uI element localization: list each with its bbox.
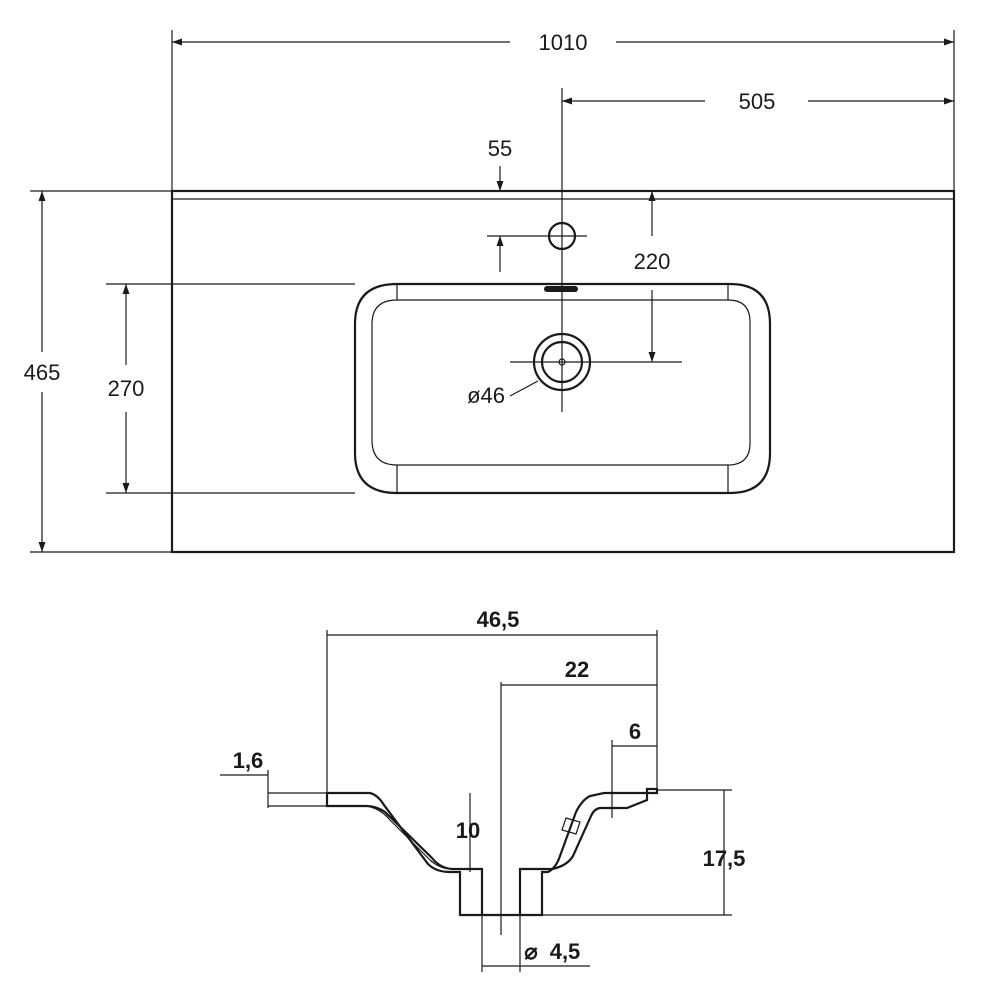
bowl-outer-contour	[353, 282, 772, 495]
dim-drain-diameter: ø46	[467, 383, 505, 408]
overflow-slot	[544, 286, 578, 292]
dim-tap-to-drain: 220	[634, 249, 671, 274]
dim-outlet-diameter: 4,5	[550, 939, 581, 964]
overflow-notch	[561, 817, 581, 835]
section-view: 46,5 22 6 1,6 10 17,5 ⌀ 4,5	[220, 607, 745, 972]
top-view: 1010 505 55 220 465 270 ø46	[24, 30, 956, 554]
dim-half-width: 505	[739, 89, 776, 114]
dim-width-overall: 1010	[539, 30, 588, 55]
diameter-symbol: ⌀	[524, 939, 538, 964]
section-profile	[325, 787, 659, 917]
dim-section-half: 22	[565, 657, 589, 682]
dim-rim: 6	[629, 719, 641, 744]
dim-section-width: 46,5	[477, 607, 520, 632]
dim-tap-offset: 55	[488, 136, 512, 161]
dim-bowl-depth: 270	[108, 376, 145, 401]
dim-total-height: 17,5	[703, 846, 746, 871]
dim-thickness: 1,6	[233, 748, 264, 773]
section-inner-curve	[365, 805, 453, 870]
dim-depth-overall: 465	[24, 360, 61, 385]
basin-outline	[170, 189, 956, 554]
leader-line-drain	[509, 380, 539, 397]
dim-inner-depth: 10	[456, 818, 480, 843]
